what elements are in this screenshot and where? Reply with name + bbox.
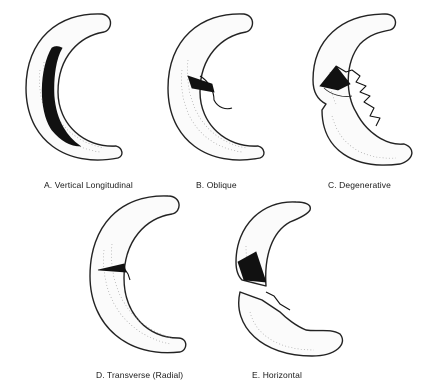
meniscus-e-horizontal: [236, 202, 342, 356]
caption-c: C. Degenerative: [328, 180, 391, 190]
caption-a: A. Vertical Longitudinal: [44, 180, 133, 190]
caption-b: B. Oblique: [196, 180, 237, 190]
meniscus-c-degenerative: [313, 14, 412, 165]
caption-d: D. Transverse (Radial): [96, 370, 183, 380]
meniscus-a-vertical-longitudinal: [26, 14, 122, 160]
caption-e: E. Horizontal: [252, 370, 302, 380]
meniscus-b-oblique: [168, 14, 264, 160]
meniscus-d-transverse-radial: [90, 196, 186, 353]
